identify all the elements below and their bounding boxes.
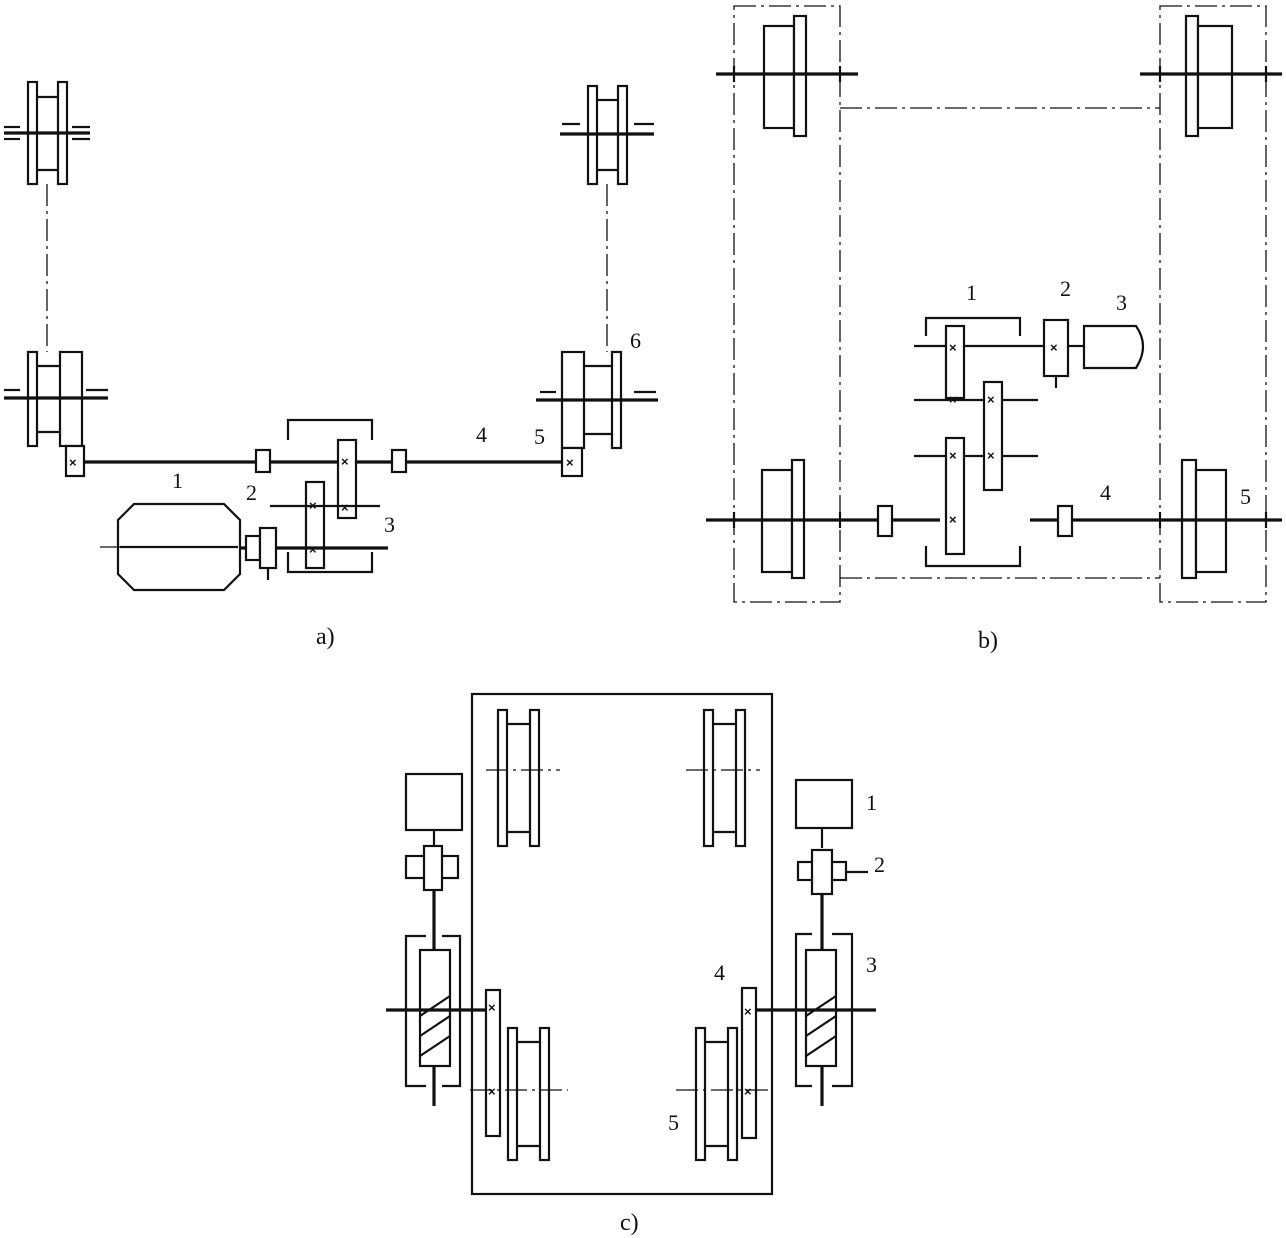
label-c-3: 3	[866, 952, 877, 977]
wheel-b-top-left	[716, 14, 858, 138]
svg-text:×: ×	[341, 454, 349, 469]
wheel-c-bottom-right: ××	[676, 986, 772, 1162]
wheel-b-bottom-left	[706, 458, 940, 580]
label-c-4: 4	[714, 960, 725, 985]
svg-text:×: ×	[949, 340, 957, 355]
caption-b: b)	[978, 628, 998, 654]
label-a-5: 5	[534, 424, 545, 449]
svg-text:×: ×	[566, 455, 574, 470]
svg-text:×: ×	[949, 512, 957, 527]
label-a-6: 6	[630, 328, 641, 353]
coupling-a-right	[390, 448, 408, 474]
motor-a	[100, 502, 278, 592]
svg-text:×: ×	[744, 1004, 752, 1019]
wheel-a-bottom-right: ×	[536, 350, 658, 478]
label-c-5: 5	[668, 1110, 679, 1135]
svg-text:×: ×	[69, 455, 77, 470]
label-c-1: 1	[866, 790, 877, 815]
wheel-a-bottom-left: ×	[4, 350, 108, 478]
wheel-c-top-left	[486, 708, 560, 848]
wheel-b-top-right	[1140, 14, 1282, 138]
svg-text:×: ×	[488, 1084, 496, 1099]
panel-a: × × × ×	[4, 80, 658, 650]
frame-c	[470, 692, 774, 1196]
svg-text:×: ×	[987, 448, 995, 463]
wheel-b-bottom-right	[1030, 458, 1282, 580]
svg-text:×: ×	[949, 392, 957, 407]
label-b-4: 4	[1100, 480, 1111, 505]
label-b-2: 2	[1060, 276, 1071, 301]
label-a-1: 1	[172, 468, 183, 493]
svg-text:×: ×	[744, 1084, 752, 1099]
svg-text:×: ×	[987, 392, 995, 407]
label-b-5: 5	[1240, 484, 1251, 509]
drive-c-left	[386, 772, 486, 1106]
panel-b: × × × × × × × 1 2 3 4 5 b)	[706, 5, 1282, 654]
wheel-c-top-right	[686, 708, 760, 848]
label-a-4: 4	[476, 422, 487, 447]
label-b-3: 3	[1116, 290, 1127, 315]
svg-text:×: ×	[341, 500, 349, 515]
label-a-2: 2	[246, 480, 257, 505]
label-a-3: 3	[384, 512, 395, 537]
wheel-a-top-left	[4, 80, 90, 186]
gearbox-b: × × × × × ×	[914, 316, 1046, 568]
label-b-1: 1	[966, 280, 977, 305]
caption-a: a)	[316, 624, 335, 650]
svg-text:×: ×	[488, 1000, 496, 1015]
drive-c-right	[756, 778, 876, 1106]
motor-b: ×	[1042, 318, 1145, 388]
wheel-a-top-right	[560, 84, 654, 186]
wheel-c-bottom-left: ××	[470, 988, 568, 1162]
panel-c: ×× ××	[386, 692, 885, 1236]
svg-text:×: ×	[949, 448, 957, 463]
caption-c: c)	[620, 1210, 639, 1236]
svg-text:×: ×	[1050, 340, 1058, 355]
label-c-2: 2	[874, 852, 885, 877]
coupling-a-left	[254, 448, 272, 474]
